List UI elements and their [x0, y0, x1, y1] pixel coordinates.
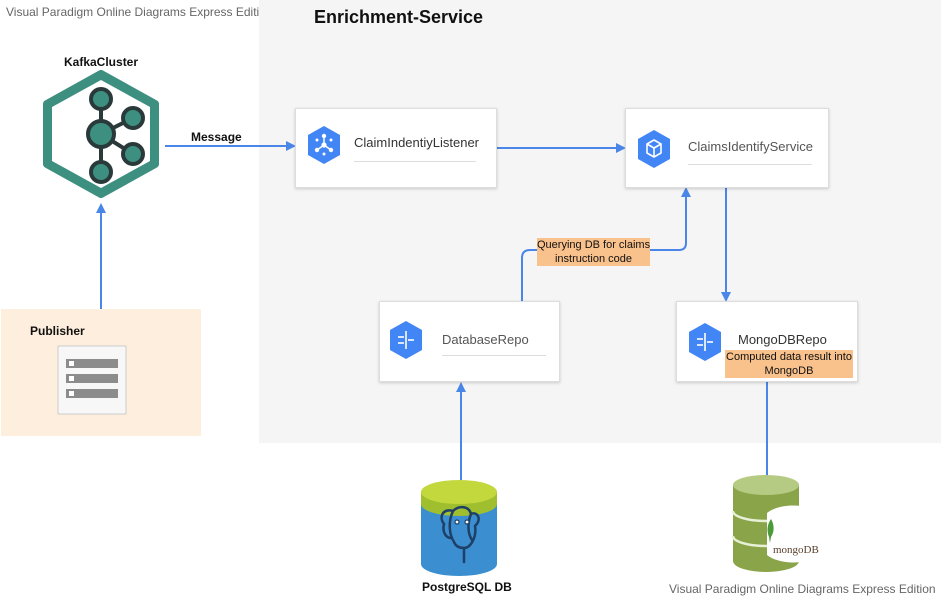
pubsub-icon: [308, 126, 340, 164]
mongodb-logo-text: mongoDB: [773, 544, 819, 556]
node-label-database-repo: DatabaseRepo: [442, 332, 529, 347]
node-claim-identity-listener[interactable]: ClaimIndentiyListener: [295, 108, 497, 188]
edge-label-line: instruction code: [554, 253, 633, 265]
postgresql-db-label: PostgreSQL DB: [422, 580, 512, 594]
database-repo-icon: [390, 321, 422, 359]
kafka-cluster-icon[interactable]: [37, 70, 165, 198]
edge-label-querying-db: Querying DB for claims instruction code: [537, 238, 650, 266]
publisher-label: Publisher: [30, 324, 85, 338]
edge-label-line: Querying DB for claims: [537, 239, 651, 251]
mongodb-repo-icon: [689, 323, 721, 361]
node-database-repo[interactable]: DatabaseRepo: [379, 301, 560, 382]
edge-label-line: Computed data result into: [726, 351, 852, 363]
postgresql-database-icon[interactable]: [418, 478, 500, 578]
watermark-bottom: Visual Paradigm Online Diagrams Express …: [669, 582, 936, 596]
edge-label-message: Message: [191, 130, 242, 144]
node-label-mongodb-repo: MongoDBRepo: [738, 332, 827, 347]
watermark-top: Visual Paradigm Online Diagrams Express …: [6, 5, 273, 19]
node-label-listener: ClaimIndentiyListener: [354, 135, 480, 150]
edge-label-line: MongoDB: [764, 365, 814, 377]
server-list-icon[interactable]: [57, 345, 127, 415]
node-label-service: ClaimsIdentifyService: [688, 139, 813, 154]
edge-label-computed-data: Computed data result into MongoDB: [725, 350, 853, 378]
enrichment-service-title: Enrichment-Service: [314, 7, 484, 27]
divider: [354, 161, 476, 162]
kafka-cluster-label: KafkaCluster: [64, 55, 139, 69]
divider: [688, 164, 812, 165]
divider: [442, 355, 546, 356]
mongodb-database-icon[interactable]: mongoDB: [725, 475, 840, 575]
node-claims-identify-service[interactable]: ClaimsIdentifyService: [625, 108, 829, 188]
service-cube-icon: [638, 130, 670, 168]
